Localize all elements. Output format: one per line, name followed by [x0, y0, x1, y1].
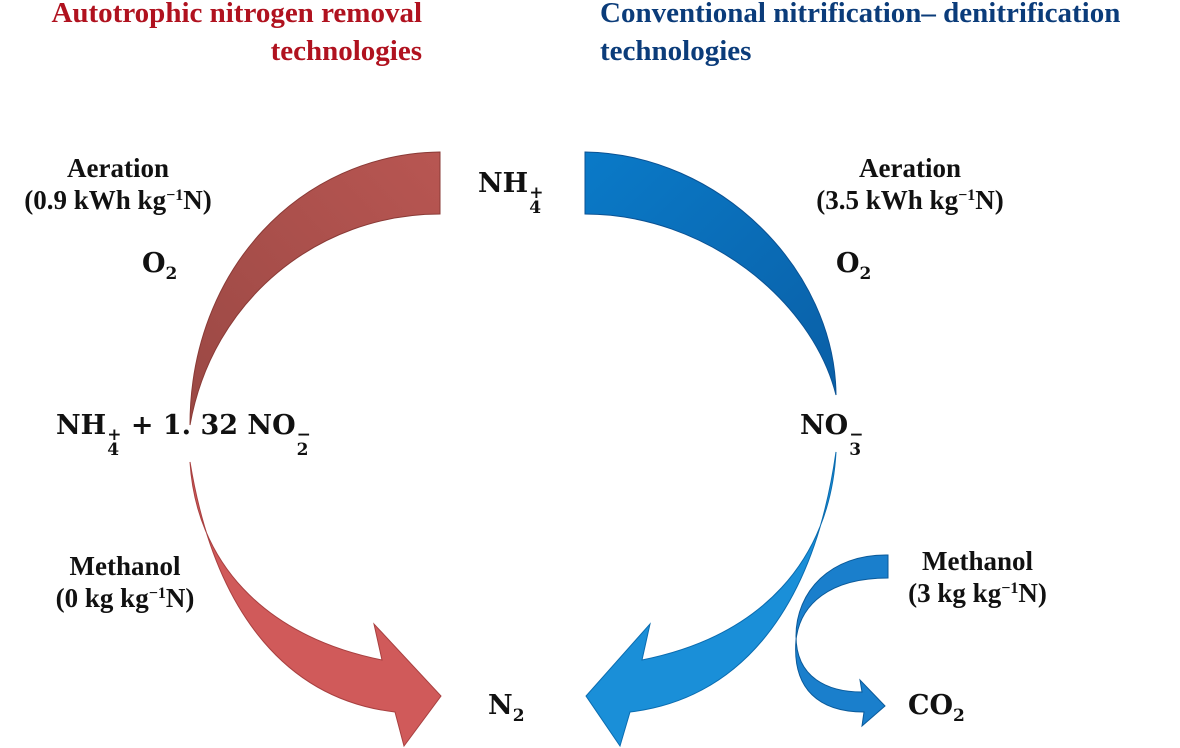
- title-conventional: Conventional nitrification– denitrificat…: [600, 0, 1120, 70]
- aeration-energy: (0.9 kWh kg−1N): [24, 185, 212, 215]
- left-methanol: Methanol (0 kg kg−1N): [20, 550, 230, 614]
- title-autotrophic: Autotrophic nitrogen removal technologie…: [0, 0, 422, 70]
- nitrate-label: NO−3: [800, 410, 864, 460]
- right-oxygen: O2: [836, 248, 872, 284]
- right-methanol: Methanol (3 kg kg−1N): [880, 545, 1075, 609]
- title-line: technologies: [270, 35, 422, 67]
- nitrogen-gas-label: N2: [488, 690, 525, 726]
- ammonium-nitrite-label: NH+4 + 1. 32 NO−2: [56, 410, 311, 460]
- methanol-dose: (0 kg kg−1N): [55, 583, 195, 613]
- ammonium-label: NH+4: [478, 168, 544, 218]
- methanol-dose: (3 kg kg−1N): [908, 578, 1047, 608]
- methanol-arrow-to-co2: [795, 554, 889, 728]
- title-line: Conventional nitrification– denitrificat…: [600, 0, 1121, 29]
- left-aeration: Aeration (0.9 kWh kg−1N): [0, 152, 236, 216]
- red-aeration-arc: [189, 151, 441, 426]
- methanol-label: Methanol: [922, 546, 1033, 576]
- left-oxygen: O2: [142, 248, 178, 284]
- aeration-energy: (3.5 kWh kg−1N): [816, 185, 1004, 215]
- aeration-label: Aeration: [859, 153, 961, 183]
- blue-aeration-arc: [584, 151, 837, 396]
- methanol-label: Methanol: [69, 551, 181, 581]
- title-line: technologies: [600, 35, 752, 67]
- carbon-dioxide-label: CO2: [908, 690, 965, 726]
- red-arrow-to-n2: [189, 461, 442, 748]
- aeration-label: Aeration: [67, 153, 169, 183]
- blue-arrow-to-n2: [585, 451, 837, 748]
- right-aeration: Aeration (3.5 kWh kg−1N): [790, 152, 1030, 216]
- title-line: Autotrophic nitrogen removal: [51, 0, 422, 29]
